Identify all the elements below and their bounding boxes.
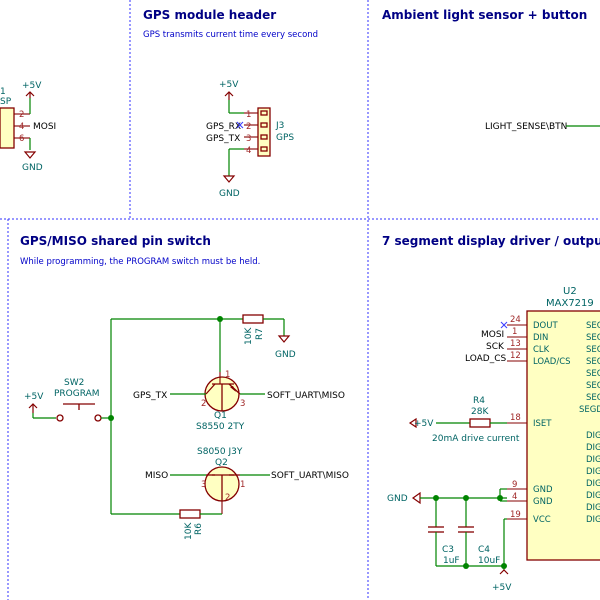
svg-text:SEC: SEC	[586, 345, 600, 355]
svg-text:R6: R6	[194, 523, 204, 535]
svg-text:R4: R4	[473, 396, 485, 406]
svg-text:DIG: DIG	[586, 431, 600, 441]
svg-text:S8550 2TY: S8550 2TY	[196, 422, 245, 432]
svg-text:DIG: DIG	[586, 479, 600, 489]
svg-text:SEC: SEC	[586, 393, 600, 403]
svg-text:SEC: SEC	[586, 369, 600, 379]
svg-text:3: 3	[240, 399, 245, 409]
svg-text:GPS_RX: GPS_RX	[206, 122, 241, 132]
svg-text:DIG: DIG	[586, 443, 600, 453]
svg-text:1: 1	[225, 370, 230, 380]
svg-text:+5V: +5V	[414, 419, 434, 429]
svg-text:DIG: DIG	[586, 467, 600, 477]
svg-text:Q2: Q2	[215, 458, 228, 468]
svg-text:C3: C3	[442, 545, 454, 555]
svg-text:GND: GND	[533, 497, 553, 507]
svg-text:6: 6	[19, 134, 24, 144]
left-header: 1 SP 2 4 6 MOSI +5V GND	[0, 81, 56, 173]
svg-text:LOAD/CS: LOAD/CS	[533, 357, 571, 367]
svg-text:LOAD_CS: LOAD_CS	[465, 354, 506, 364]
svg-text:MOSI: MOSI	[481, 330, 504, 340]
light-sense-net-label: LIGHT_SENSE\BTN	[485, 122, 567, 132]
svg-text:PROGRAM: PROGRAM	[54, 389, 100, 399]
svg-text:SEC: SEC	[586, 357, 600, 367]
svg-text:1: 1	[0, 87, 6, 97]
svg-text:3: 3	[201, 480, 206, 490]
gps-header-title: GPS module header	[143, 8, 276, 22]
svg-text:GND: GND	[275, 350, 296, 360]
switch-note: While programming, the PROGRAM switch mu…	[20, 257, 260, 267]
svg-text:1uF: 1uF	[443, 556, 460, 566]
svg-text:U2: U2	[563, 286, 577, 297]
svg-text:MOSI: MOSI	[33, 122, 56, 132]
svg-text:S8050 J3Y: S8050 J3Y	[197, 447, 243, 457]
svg-text:19: 19	[510, 510, 521, 520]
gps-header-j3: +5V 1 2 3 4 J3 GPS GPS_RX GPS_TX GND	[206, 80, 294, 199]
svg-text:1: 1	[240, 480, 245, 490]
svg-text:DIG: DIG	[586, 491, 600, 501]
svg-text:SEC: SEC	[586, 333, 600, 343]
gps-header-note: GPS transmits current time every second	[143, 30, 318, 40]
svg-text:SW2: SW2	[64, 378, 84, 388]
svg-text:GND: GND	[387, 494, 408, 504]
svg-text:+5V: +5V	[22, 81, 42, 91]
svg-text:1: 1	[512, 327, 517, 337]
svg-text:24: 24	[510, 315, 521, 325]
svg-text:+5V: +5V	[492, 583, 512, 593]
svg-text:SEC: SEC	[586, 381, 600, 391]
svg-text:4: 4	[19, 122, 24, 132]
svg-text:C4: C4	[478, 545, 490, 555]
svg-text:4: 4	[246, 146, 251, 156]
program-switch-circuit: +5V SW2 PROGRAM GND 10K R7	[24, 314, 349, 540]
svg-text:18: 18	[510, 413, 521, 423]
svg-text:Q1: Q1	[214, 411, 227, 421]
svg-text:MAX7219: MAX7219	[546, 298, 594, 309]
svg-text:12: 12	[510, 351, 521, 361]
svg-text:DIG: DIG	[586, 455, 600, 465]
svg-text:DIN: DIN	[533, 333, 548, 343]
svg-text:GPS: GPS	[276, 133, 294, 143]
svg-text:DIG: DIG	[586, 503, 600, 513]
svg-text:ISET: ISET	[533, 419, 552, 429]
svg-text:1: 1	[246, 110, 251, 120]
svg-text:GND: GND	[533, 485, 553, 495]
svg-text:2: 2	[201, 399, 206, 409]
svg-text:SOFT_UART\MISO: SOFT_UART\MISO	[267, 391, 345, 401]
svg-text:CLK: CLK	[533, 345, 550, 355]
svg-text:DIG: DIG	[586, 515, 600, 525]
svg-text:2: 2	[225, 493, 230, 503]
svg-text:SOFT_UART\MISO: SOFT_UART\MISO	[271, 471, 349, 481]
svg-text:SCK: SCK	[486, 342, 505, 352]
svg-text:10K: 10K	[244, 327, 254, 345]
svg-text:2: 2	[246, 122, 251, 132]
svg-text:VCC: VCC	[533, 515, 551, 525]
svg-text:MISO: MISO	[145, 471, 168, 481]
svg-text:GND: GND	[22, 163, 43, 173]
switch-title: GPS/MISO shared pin switch	[20, 234, 211, 248]
max7219-circuit: U2 MAX7219 24 1 13 12 18 9 4 19 DOUT DIN…	[387, 286, 600, 593]
svg-text:+5V: +5V	[24, 392, 44, 402]
light-sensor-title: Ambient light sensor + button	[382, 8, 587, 22]
svg-text:4: 4	[512, 492, 517, 502]
svg-text:10K: 10K	[184, 522, 194, 540]
svg-text:28K: 28K	[471, 407, 489, 417]
svg-text:10uF: 10uF	[478, 556, 500, 566]
svg-text:13: 13	[510, 339, 521, 349]
svg-text:R7: R7	[255, 328, 265, 340]
svg-text:DOUT: DOUT	[533, 321, 558, 331]
svg-text:J3: J3	[275, 121, 284, 131]
svg-text:3: 3	[246, 134, 251, 144]
svg-text:9: 9	[512, 480, 517, 490]
svg-text:GND: GND	[219, 189, 240, 199]
svg-text:2: 2	[19, 110, 24, 120]
display-title: 7 segment display driver / output	[382, 234, 600, 248]
svg-text:20mA drive current: 20mA drive current	[432, 434, 520, 444]
svg-text:GPS_TX: GPS_TX	[206, 134, 240, 144]
svg-text:SEC: SEC	[586, 321, 600, 331]
svg-text:+5V: +5V	[219, 80, 239, 90]
svg-text:GPS_TX: GPS_TX	[133, 391, 167, 401]
svg-text:SEGD: SEGD	[579, 405, 600, 415]
svg-text:SP: SP	[0, 97, 12, 107]
